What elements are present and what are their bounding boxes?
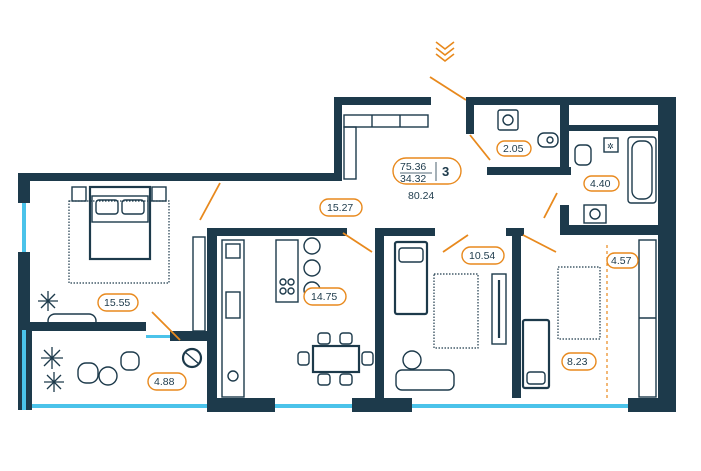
svg-text:4.57: 4.57	[611, 255, 632, 267]
entrance-door-swing	[429, 76, 467, 101]
plant-icon	[44, 372, 64, 392]
kitchen-furniture	[221, 237, 374, 398]
svg-text:8.23: 8.23	[567, 356, 588, 368]
room-label-bedroom: 15.55	[97, 293, 139, 312]
area-total-living: 75.36	[400, 161, 426, 173]
area-total: 80.24	[408, 190, 434, 202]
corridor-furniture	[393, 240, 507, 391]
svg-text:15.55: 15.55	[104, 297, 130, 309]
room-label-wardrobe: 4.57	[606, 252, 639, 269]
svg-text:4.40: 4.40	[590, 178, 611, 190]
bedroom-2-furniture	[521, 239, 657, 398]
plant-icon	[41, 347, 63, 369]
plant-icon	[38, 291, 58, 311]
area-summary: 75.36 34.32 3 80.24	[392, 157, 462, 202]
room-label-bedroom-2: 8.23	[561, 352, 597, 371]
room-label-balcony: 4.88	[147, 372, 187, 391]
svg-text:10.54: 10.54	[469, 250, 495, 262]
svg-text:15.27: 15.27	[327, 202, 353, 214]
bathroom-fixtures: ✲	[574, 136, 657, 224]
room-label-corridor: 10.54	[461, 246, 505, 265]
hall-wardrobe	[343, 114, 429, 180]
windows	[22, 203, 628, 410]
area-living: 34.32	[400, 173, 426, 185]
entrance-icon	[435, 41, 455, 63]
svg-text:14.75: 14.75	[311, 291, 337, 303]
room-count: 3	[442, 164, 449, 179]
svg-text:✲: ✲	[607, 142, 614, 151]
bedroom-furniture	[47, 185, 206, 332]
room-label-kitchen: 14.75	[303, 287, 347, 306]
door-swings	[151, 134, 558, 341]
svg-text:4.88: 4.88	[154, 376, 175, 388]
balcony-furniture	[77, 347, 203, 386]
small-bathroom-fixtures	[497, 109, 559, 148]
room-label-bathroom: 4.40	[583, 175, 620, 192]
room-label-bathroom-small: 2.05	[496, 140, 532, 157]
walls	[18, 97, 676, 412]
svg-text:2.05: 2.05	[503, 143, 524, 155]
room-label-hall: 15.27	[319, 198, 363, 217]
area-summary-box	[392, 157, 462, 185]
